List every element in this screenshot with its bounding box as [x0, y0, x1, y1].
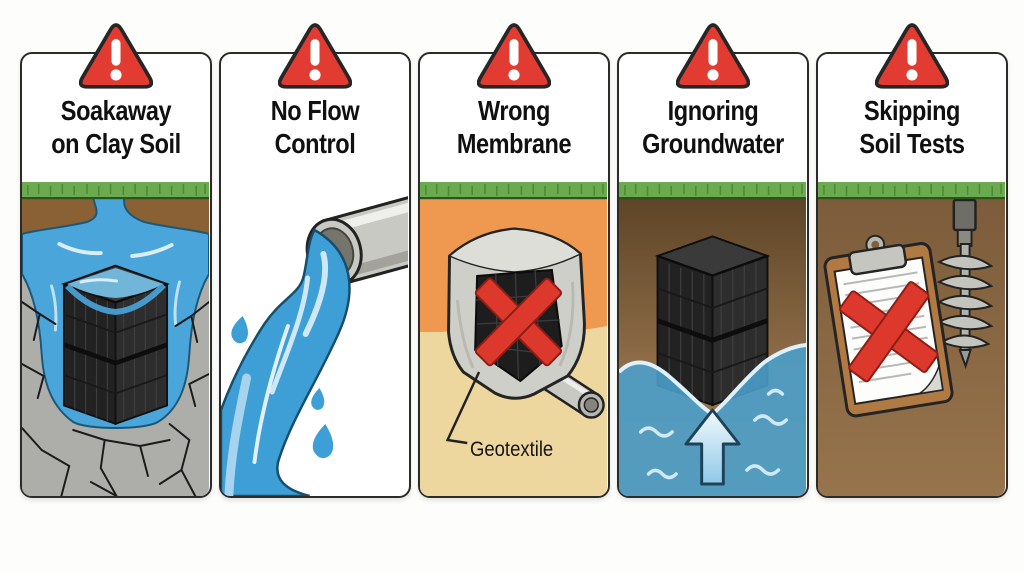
red-x-icon: [839, 281, 939, 383]
panel-skipping-soil-tests: Skipping Soil Tests: [816, 23, 1008, 498]
panel-title: Ignoring Groundwater: [619, 94, 807, 160]
water-over-crate: [65, 268, 166, 316]
panel-title-line2: Soil Tests: [859, 128, 965, 159]
auger-icon: [936, 198, 994, 370]
warning-triangle-icon: [875, 23, 949, 89]
panel-title-line2: Control: [274, 128, 356, 159]
panel-title-line2: Groundwater: [642, 128, 784, 159]
clipboard-icon: [823, 234, 954, 418]
illustration-clay-soakaway: [22, 182, 209, 496]
panel-title: Soakaway on Clay Soil: [22, 94, 210, 160]
warning-triangle-icon: [676, 23, 750, 89]
panel-ignoring-groundwater: Ignoring Groundwater: [617, 23, 809, 498]
warning-triangle-icon: [79, 23, 153, 89]
grass: [420, 182, 607, 200]
panel-title: No Flow Control: [221, 94, 409, 160]
panel-wrong-membrane: Wrong Membrane: [418, 23, 610, 498]
warning-triangle-icon: [278, 23, 352, 89]
panel-title: Wrong Membrane: [420, 94, 608, 160]
water-stream: [221, 228, 351, 496]
panel-title-line1: Ignoring: [667, 95, 759, 126]
water-droplets: [231, 316, 334, 459]
grass: [22, 182, 209, 200]
panel-soakaway-on-clay-soil: Soakaway on Clay Soil: [20, 23, 212, 498]
illustration-wrong-membrane: [420, 182, 607, 496]
red-x-icon: [474, 277, 563, 367]
illustration-gushing-pipe: [221, 182, 408, 496]
illustration-groundwater: [619, 182, 806, 496]
clay-cracks: [22, 301, 209, 496]
up-arrow-icon: [684, 408, 741, 486]
panel-title-line1: No Flow: [270, 95, 360, 126]
grass: [619, 182, 806, 200]
warning-triangle-icon: [477, 23, 551, 89]
illustration-soil-tests: [818, 182, 1005, 496]
panel-title-line2: Membrane: [456, 128, 572, 159]
grass: [818, 182, 1005, 200]
folded-corner: [919, 363, 944, 395]
geotextile-label: Geotextile: [470, 438, 554, 461]
panel-title-line1: Wrong: [478, 95, 550, 126]
clip: [848, 243, 908, 276]
leader-line: [445, 371, 481, 445]
panel-no-flow-control: No Flow Control: [219, 23, 411, 498]
panel-title-line1: Skipping: [864, 95, 960, 126]
panel-title-line2: on Clay Soil: [51, 128, 181, 159]
panel-title-line1: Soakaway: [60, 95, 172, 126]
panel-title: Skipping Soil Tests: [818, 94, 1006, 160]
